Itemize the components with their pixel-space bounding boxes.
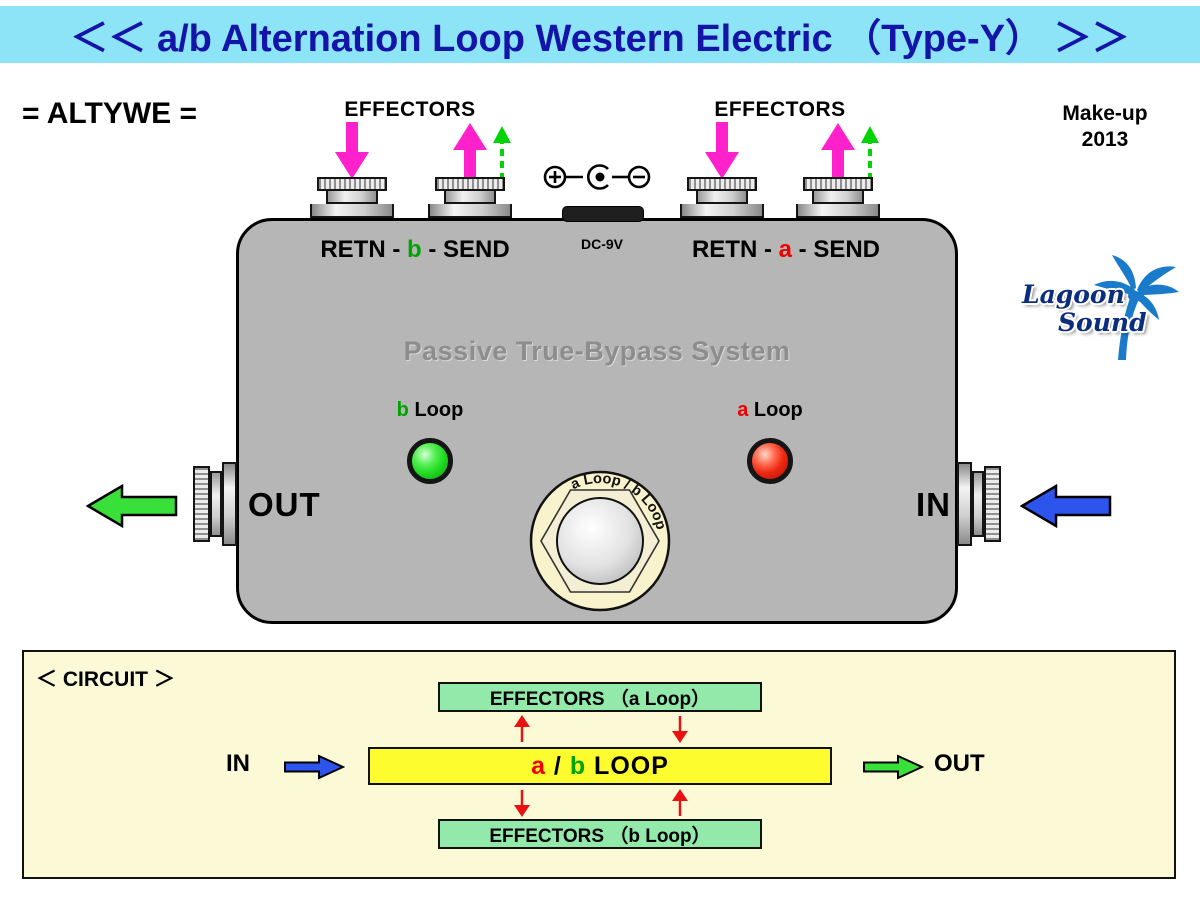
effectors-label-left: EFFECTORS	[344, 98, 476, 121]
led-b	[407, 438, 453, 484]
out-label: OUT	[248, 486, 321, 523]
circuit-out-arrow-icon	[863, 754, 924, 780]
effectors-b-text: EFFECTORS （b Loop）	[489, 825, 711, 847]
output-jack-neck	[210, 471, 222, 537]
logo-line1: Lagoon	[1022, 280, 1125, 309]
loop-box-a: a	[531, 751, 546, 780]
jack-label-post: - SEND	[792, 236, 881, 263]
output-jack	[193, 466, 210, 542]
jack-label-loop-letter: a	[778, 236, 792, 263]
jack-label-loop-letter: b	[406, 236, 422, 263]
jack-cap	[435, 177, 505, 191]
input-jack-neck	[972, 471, 984, 537]
jack-neck	[326, 191, 378, 204]
effectors-b-box: EFFECTORS （b Loop）	[438, 819, 762, 849]
input-jack	[984, 466, 1001, 542]
led-label-b: b Loop	[375, 399, 485, 422]
jack-send-b	[428, 177, 512, 218]
led-label-a: a Loop	[715, 399, 825, 422]
jack-cap	[803, 177, 873, 191]
b-send-arrow-icon	[514, 790, 530, 817]
jack-flange	[680, 204, 764, 218]
dashed-send-arrow-icon-right	[861, 126, 879, 180]
jack-cap	[687, 177, 757, 191]
jack-label-a: RETN - a - SEND	[656, 236, 916, 264]
jack-label-pre: RETN -	[320, 236, 407, 263]
out-arrow-icon	[86, 483, 178, 529]
loop-box-slash: /	[545, 751, 570, 780]
output-jack-flange	[222, 462, 237, 546]
loop-box-loop: LOOP	[586, 751, 669, 780]
dc-jack	[562, 206, 644, 222]
makeup-label: Make-up 2013	[1043, 101, 1167, 153]
loop-box-b: b	[569, 751, 587, 780]
dashed-send-arrow-icon-left	[493, 126, 511, 180]
input-jack-flange	[957, 462, 972, 546]
footswitch-button	[556, 497, 644, 585]
effector-send-arrow-icon-left	[453, 123, 487, 180]
circuit-title: ＜ CIRCUIT ＞	[36, 668, 175, 691]
jack-label-b: RETN - b - SEND	[285, 236, 545, 264]
jack-label-post: - SEND	[421, 236, 510, 263]
jack-send-a	[796, 177, 880, 218]
jack-cap	[317, 177, 387, 191]
jack-neck	[696, 191, 748, 204]
led-letter-b: b	[396, 399, 409, 421]
loop-box: a / b LOOP	[368, 747, 832, 785]
led-a	[747, 438, 793, 484]
effector-send-arrow-icon-right	[821, 123, 855, 180]
in-label: IN	[916, 486, 951, 523]
dc-voltage-label: DC-9V	[580, 236, 623, 252]
effector-return-arrow-icon-right	[705, 122, 739, 179]
makeup-text: Make-up	[1062, 102, 1148, 125]
led-label-rest: Loop	[408, 399, 464, 421]
circuit-out-label: OUT	[934, 750, 985, 777]
dc-polarity-icon	[543, 164, 651, 190]
jack-flange	[796, 204, 880, 218]
title-banner: ＜＜ a/b Alternation Loop Western Electric…	[0, 6, 1200, 63]
circuit-in-label: IN	[226, 750, 250, 777]
b-return-arrow-icon	[672, 789, 688, 816]
page-title: ＜＜ a/b Alternation Loop Western Electric…	[70, 18, 1130, 60]
palm-tree-icon	[1094, 255, 1179, 360]
jack-retn-b	[310, 177, 394, 218]
a-return-arrow-icon	[672, 716, 688, 743]
led-letter-a: a	[737, 399, 749, 421]
footswitch: a Loop / b Loop	[529, 466, 675, 612]
makeup-year: 2013	[1081, 128, 1129, 151]
led-label-rest: Loop	[748, 399, 803, 421]
system-label: Passive True-Bypass System	[403, 336, 791, 366]
a-send-arrow-icon	[514, 715, 530, 742]
circuit-in-arrow-icon	[284, 754, 345, 780]
model-label: = ALTYWE =	[22, 97, 198, 130]
jack-label-pre: RETN -	[691, 236, 779, 263]
effector-return-arrow-icon-left	[335, 122, 369, 179]
jack-retn-a	[680, 177, 764, 218]
in-arrow-icon	[1020, 483, 1112, 529]
jack-flange	[310, 204, 394, 218]
jack-neck	[812, 191, 864, 204]
brand-logo: Lagoon Sound	[1022, 252, 1182, 368]
jack-neck	[444, 191, 496, 204]
effectors-a-text: EFFECTORS （a Loop）	[489, 688, 711, 710]
effectors-label-right: EFFECTORS	[714, 98, 846, 121]
effectors-a-box: EFFECTORS （a Loop）	[438, 682, 762, 712]
logo-line2: Sound	[1058, 308, 1147, 337]
jack-flange	[428, 204, 512, 218]
